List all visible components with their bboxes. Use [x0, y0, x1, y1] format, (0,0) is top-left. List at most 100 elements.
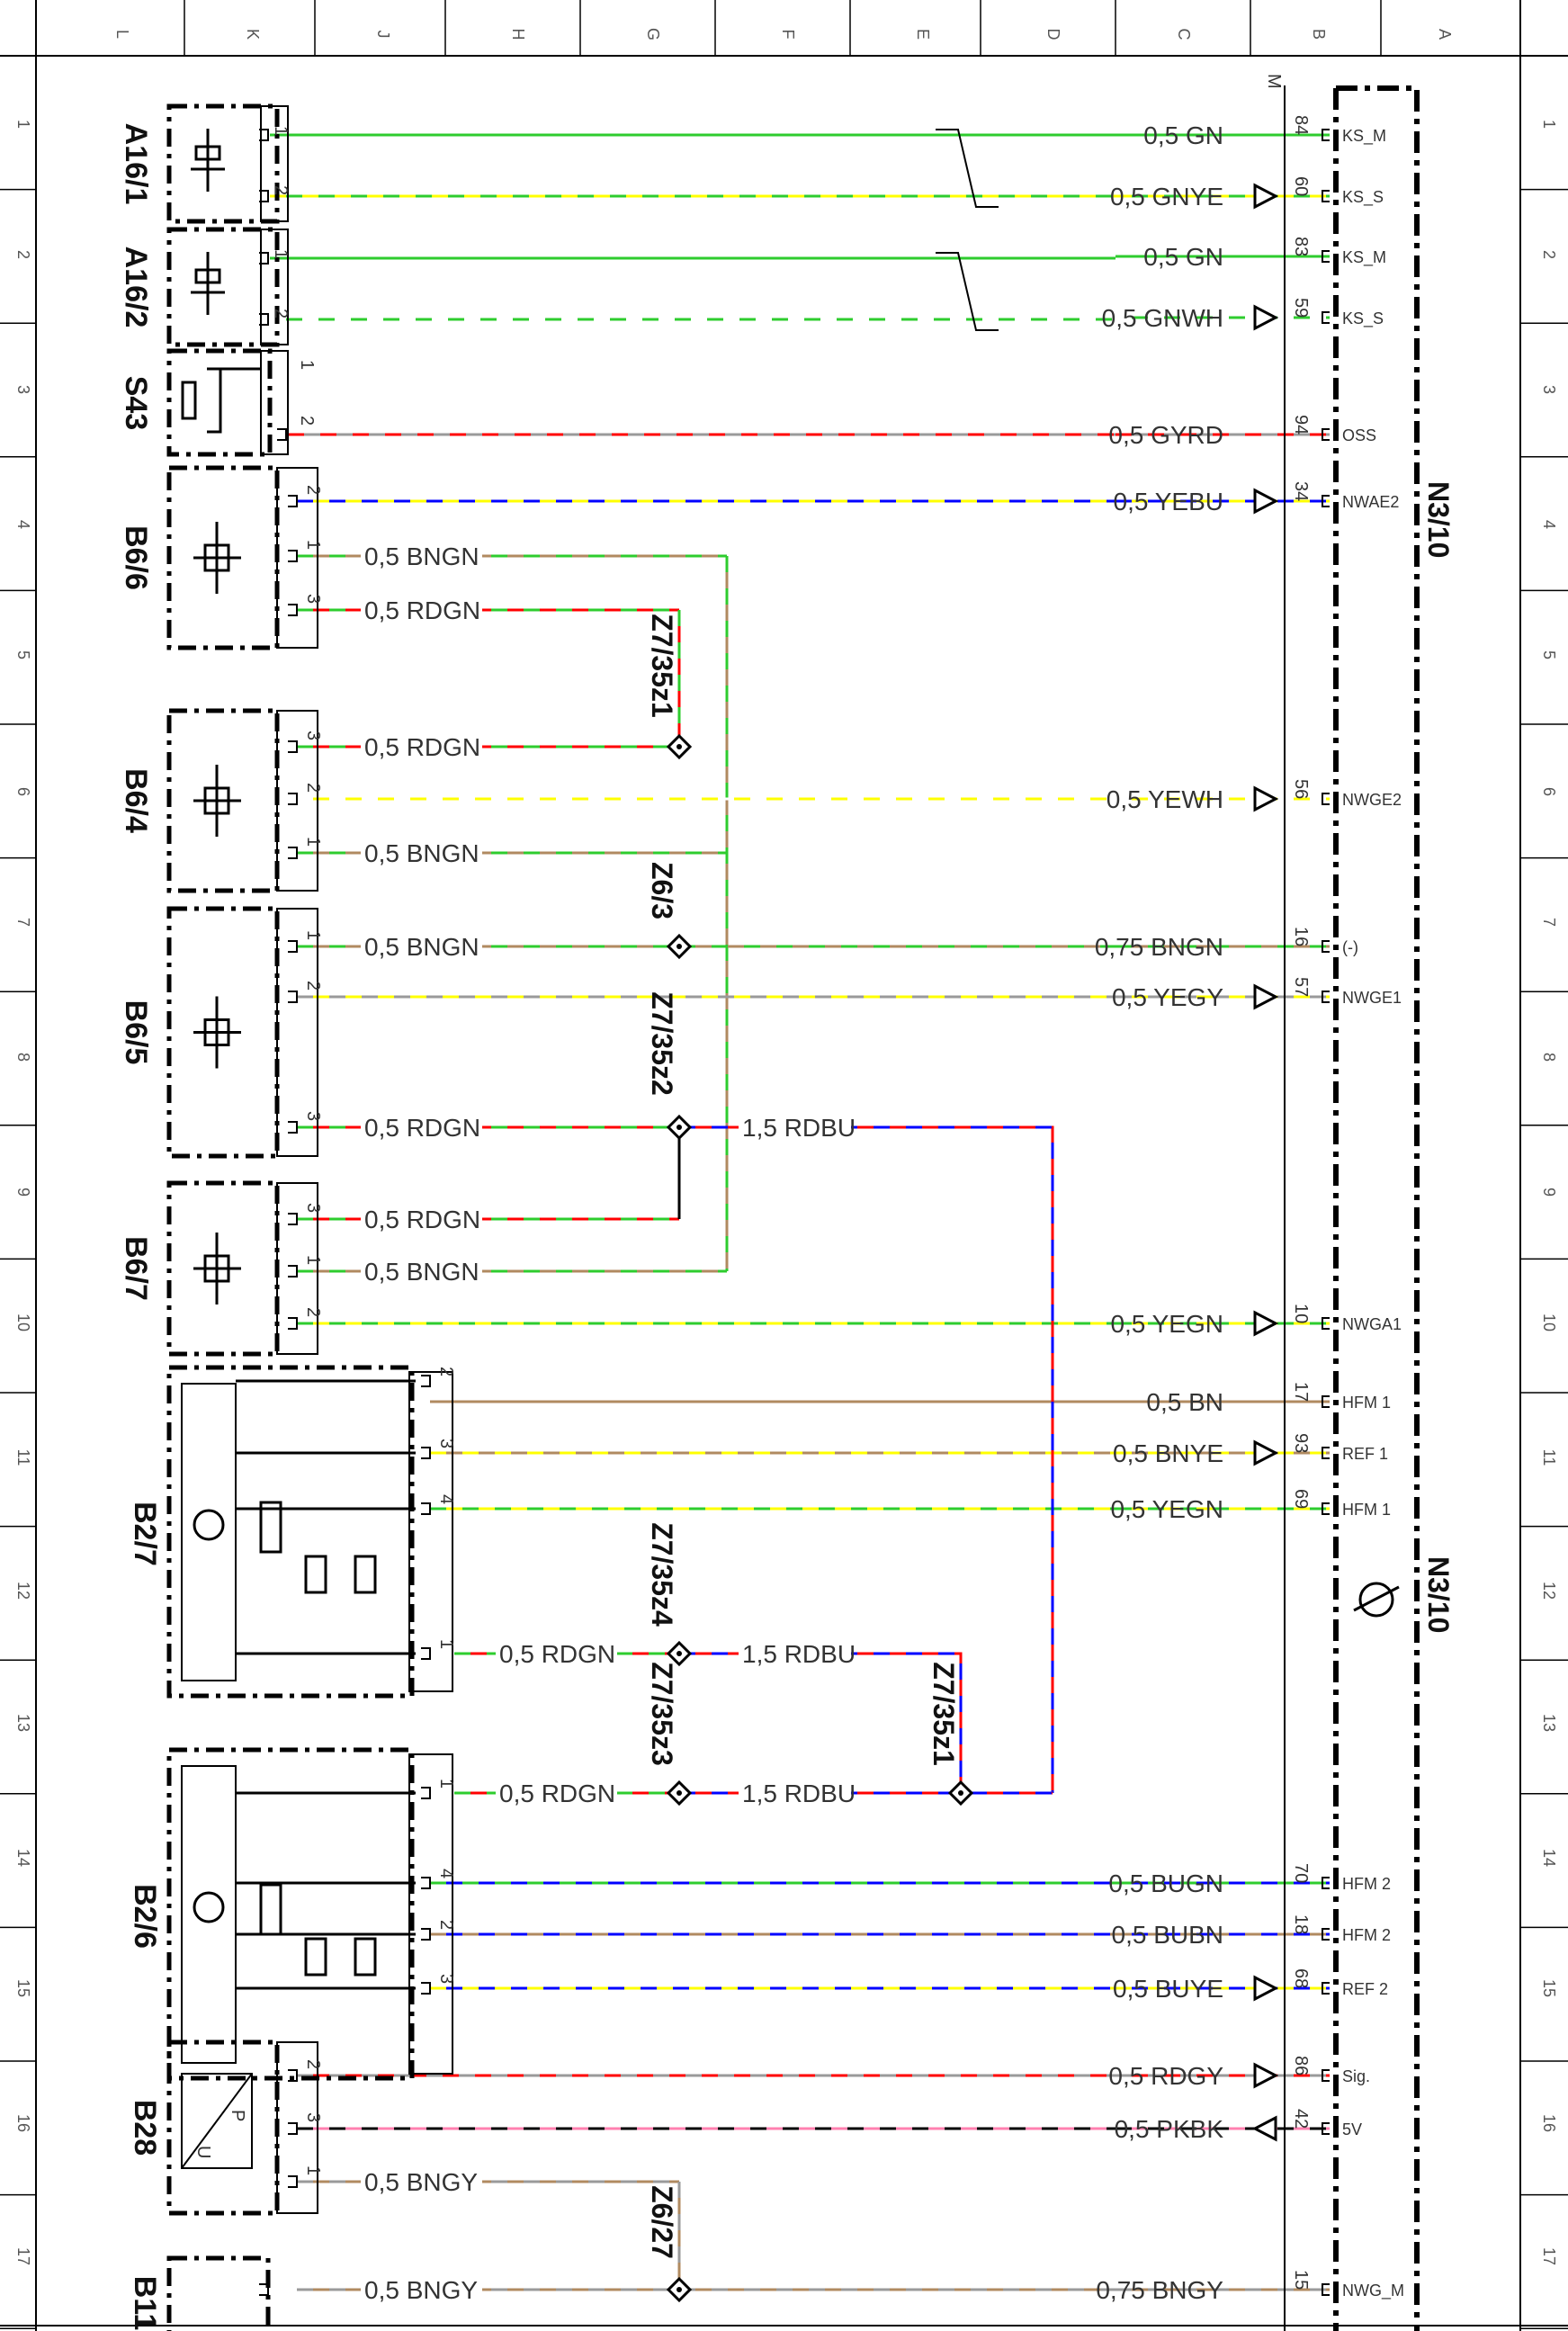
row-ref-right: 2 [1540, 250, 1558, 259]
connector-pin-stub [421, 1647, 431, 1660]
connector-housing [276, 710, 318, 892]
ecu-wire-label: 0,5 PKBK [1115, 2115, 1224, 2143]
splice-node-dot [676, 744, 682, 749]
row-ref-right: 7 [1540, 918, 1558, 927]
label-background [361, 835, 482, 865]
ecu-pin-stub [1322, 428, 1330, 441]
ecu-pin-number: 86 [1291, 2056, 1311, 2075]
row-ref-left: 11 [14, 1449, 32, 1466]
wire-label: 0,5 RDGN [364, 733, 480, 761]
ecu-name: N3/10 [1422, 481, 1455, 558]
ecu-connection [1116, 1439, 1330, 1466]
partial-sensor-box [166, 2255, 271, 2331]
row-ref-right: 12 [1540, 1582, 1558, 1600]
row-ref-right: 15 [1540, 1979, 1558, 1997]
ecu-signal-name: NWGA1 [1342, 1315, 1402, 1333]
ecu-outline [1336, 85, 1420, 2331]
ecu-connection [1116, 1310, 1330, 1337]
wire-label: 0,5 BNGN [364, 839, 479, 867]
wire-label: 0,5 RDGN [499, 1780, 615, 1807]
wire-label: 0,5 RDGN [364, 1114, 480, 1142]
pin-number: 1 [436, 1779, 456, 1789]
pin-number: 1 [271, 249, 291, 259]
resistor-icon [354, 1555, 377, 1594]
ecu-connection [1116, 1928, 1330, 1941]
splice-node-dot [676, 944, 682, 949]
ecu-pin-number: 94 [1291, 415, 1311, 435]
ecu-pin-number: 68 [1291, 1968, 1311, 1988]
row-ref-left: 3 [14, 385, 32, 394]
splice-node-dot [676, 2287, 682, 2292]
ecu-wire-label: 0,5 BNYE [1113, 1439, 1223, 1467]
ecu-wire-label: 0,5 BUYE [1113, 1975, 1223, 2003]
column-ref: F [779, 30, 797, 40]
air-mass-sensor-box [166, 1365, 415, 1699]
ecu-wire-label: 0,5 BUGN [1108, 1869, 1223, 1897]
connector-housing [408, 1371, 453, 1692]
pin-number: 3 [303, 1203, 323, 1213]
connector-housing [276, 2041, 318, 2214]
connector-pin-stub [288, 1213, 298, 1225]
ecu-pin-stub [1322, 1928, 1330, 1941]
connector-pin-stub [259, 2283, 269, 2296]
pin-number: 3 [303, 594, 323, 604]
wire-label: 0,5 RDGN [364, 1206, 480, 1233]
switch-icon [207, 367, 261, 434]
ecu-pin-number: 34 [1291, 481, 1311, 501]
ecu-signal-name: NWGE2 [1342, 791, 1402, 809]
ecu-pin-stub [1322, 1317, 1330, 1330]
ecu-pin-stub [1322, 991, 1330, 1003]
pin-number: 3 [303, 731, 323, 740]
connector-housing [260, 350, 289, 455]
column-ref: A [1436, 29, 1454, 40]
ecu-signal-name: HFM 2 [1342, 1926, 1391, 1944]
ecu-pin-stub [1322, 1395, 1330, 1408]
ecu-pin-number: 70 [1291, 1863, 1311, 1883]
ecu-signal-name: REF 2 [1342, 1980, 1388, 1998]
signal-arrow-in-icon [1253, 1975, 1279, 2002]
component-label: B6/7 [119, 1236, 153, 1301]
connector-housing [276, 908, 318, 1157]
ecu-signal-name: NWG_M [1342, 2282, 1404, 2300]
row-ref-left: 13 [14, 1714, 32, 1732]
wire-label: 0,5 RDGN [499, 1640, 615, 1668]
row-ref-left: 6 [14, 787, 32, 796]
label-background [361, 592, 482, 623]
splice-label: Z7/35z2 [646, 991, 678, 1096]
pin-number: 1 [297, 360, 317, 370]
pressure-sensor-icon [181, 2073, 253, 2169]
row-ref-left: 10 [14, 1313, 32, 1331]
signal-arrow-in-icon [1253, 1439, 1279, 1466]
ecu-connection [1116, 183, 1330, 210]
column-ref: E [914, 29, 932, 40]
label-background [361, 1201, 482, 1232]
connector-housing [276, 1182, 318, 1355]
label-background [361, 538, 482, 569]
component-label: B2/7 [128, 1502, 162, 1566]
switch-icon [181, 381, 197, 420]
column-ref: G [644, 28, 662, 40]
ecu-wire-label: 0,5 YEGY [1112, 983, 1223, 1011]
ecu-wire-label: 0,5 YEGN [1110, 1495, 1223, 1523]
component-label: B6/4 [119, 768, 153, 833]
row-ref-left: 8 [14, 1053, 32, 1062]
component-label: S43 [119, 376, 153, 431]
pin-number: 2 [303, 485, 323, 495]
resistor-icon [304, 1937, 327, 1977]
ecu-pin-stub [1322, 311, 1330, 324]
wire-label: 0,5 BNGY [364, 2168, 478, 2196]
ecu-wire-label: 0,5 RDGY [1108, 2062, 1223, 2090]
pin-number: 2 [303, 783, 323, 793]
ecu-pin-stub [1322, 940, 1330, 953]
row-ref-left: 7 [14, 918, 32, 927]
row-ref-right: 16 [1540, 2114, 1558, 2132]
row-ref-right: 3 [1540, 385, 1558, 394]
splice-label: Z7/35z1 [646, 614, 678, 718]
connector-pin-stub [421, 1375, 431, 1387]
label-background [739, 1775, 851, 1806]
wire-label: 0,5 BNGN [364, 542, 479, 570]
power-wire-stripe [679, 1125, 1054, 1793]
ecu-pin-stub [1322, 2122, 1330, 2135]
ecu-signal-name: HFM 2 [1342, 1875, 1391, 1893]
wire-layer [270, 129, 1330, 2296]
